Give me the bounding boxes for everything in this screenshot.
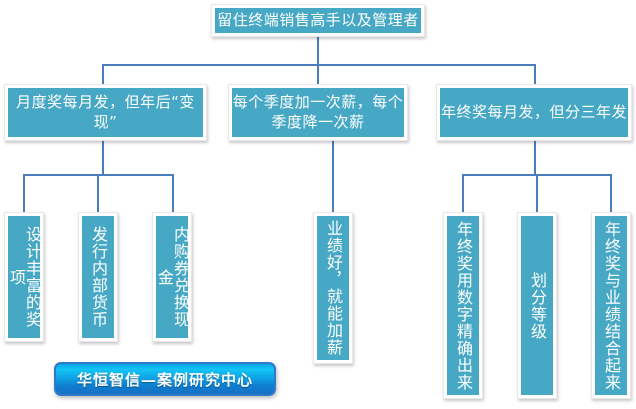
connector-root-stem [317,37,319,65]
node-branch-3-child-3[interactable]: 年终奖与业绩结合起来 [591,212,631,399]
connector-group-3-drop-1 [462,174,464,213]
node-branch-3-child-1[interactable]: 年终奖用数字精确出来 [443,212,483,399]
node-branch-1-child-2[interactable]: 发行内部货币 [78,212,118,342]
node-branch-2-child-1-label: 业绩好，就能加薪 [317,216,349,360]
node-branch-3-child-1-label: 年终奖用数字精确出来 [447,216,479,395]
node-branch-1-label: 月度奖每月发，但年后“变现” [8,88,203,137]
node-branch-3-label: 年终奖每月发，但分三年发 [440,88,628,137]
connector-group-2-stem [332,141,334,213]
node-branch-2-child-1[interactable]: 业绩好，就能加薪 [313,212,353,364]
connector-group-1-drop-3 [172,174,174,213]
node-root[interactable]: 留住终端销售高手以及管理者 [211,4,425,37]
node-branch-3-child-2[interactable]: 划分等级 [517,212,557,399]
node-branch-1-child-1-label: 设计丰富的奖项 [7,216,42,338]
node-branch-1-child-2-label: 发行内部货币 [82,216,114,338]
connector-group-3-drop-3 [610,174,612,213]
connector-group-1-drop-2 [97,174,99,213]
node-branch-1-child-3-label: 内购券兑换现金 [155,216,190,338]
node-branch-1-child-3[interactable]: 内购券兑换现金 [152,212,192,342]
node-branch-1[interactable]: 月度奖每月发，但年后“变现” [4,84,207,141]
connector-group-3-stem [534,141,536,175]
node-branch-2[interactable]: 每个季度加一次薪，每个季度降一次薪 [228,84,408,141]
node-branch-3[interactable]: 年终奖每月发，但分三年发 [436,84,632,141]
connector-branch-3-drop [534,64,536,85]
node-branch-3-child-3-label: 年终奖与业绩结合起来 [595,216,627,395]
connector-group-1-stem [102,141,104,175]
connector-group-1-drop-1 [23,174,25,213]
connector-group-3-drop-2 [536,174,538,213]
node-branch-1-child-1[interactable]: 设计丰富的奖项 [4,212,44,342]
node-branch-2-label: 每个季度加一次薪，每个季度降一次薪 [232,88,404,137]
connector-branch-2-drop [317,64,319,85]
footer-badge-label: 华恒智信—案例研究中心 [56,364,274,394]
connector-branch-1-drop [102,64,104,85]
node-branch-3-child-2-label: 划分等级 [521,216,553,395]
node-root-label: 留住终端销售高手以及管理者 [215,8,421,33]
footer-badge: 华恒智信—案例研究中心 [54,362,276,396]
